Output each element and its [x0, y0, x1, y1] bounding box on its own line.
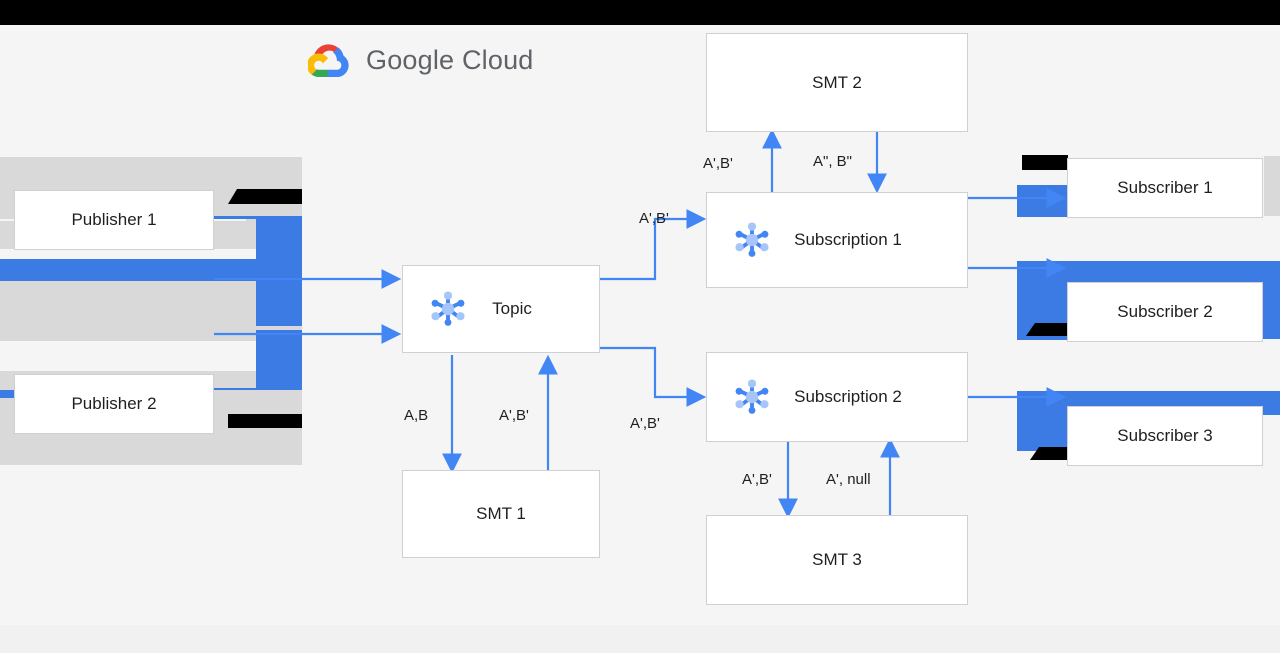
node-publisher-2-label: Publisher 2 [71, 394, 157, 413]
top-redaction-bar [0, 0, 1280, 25]
artifact-redaction-bar-4 [1026, 323, 1068, 336]
brand-word-cloud: Cloud [461, 44, 534, 75]
node-smt-3-label: SMT 3 [812, 550, 862, 569]
pubsub-icon [425, 286, 471, 332]
edge-label-topic-to-smt1: A,B [404, 407, 429, 424]
artifact-redaction-bar-5 [1030, 447, 1068, 460]
node-subscriber-1-label: Subscriber 1 [1117, 178, 1213, 197]
edge-label-smt2-to-subscription1: A", B" [813, 153, 852, 170]
bottom-band [0, 625, 1280, 653]
node-smt-1[interactable]: SMT 1 [402, 470, 600, 558]
edge-topic-to-subscription2 [600, 346, 707, 407]
edge-label-subscription2-to-smt3: A',B' [742, 471, 772, 488]
artifact-blue-block-lower [256, 330, 302, 390]
edge-label-topic-to-subscription1: A',B' [639, 210, 669, 227]
node-smt-2[interactable]: SMT 2 [706, 33, 968, 132]
node-smt-3[interactable]: SMT 3 [706, 515, 968, 605]
artifact-blue-nub-left [0, 390, 14, 398]
node-subscriber-3-label: Subscriber 3 [1117, 426, 1213, 445]
edge-topic-to-subscription1 [600, 209, 707, 281]
node-subscriber-1[interactable]: Subscriber 1 [1067, 158, 1263, 218]
brand-word-google: Google [366, 44, 455, 75]
node-smt-2-label: SMT 2 [812, 72, 862, 92]
node-publisher-2[interactable]: Publisher 2 [14, 374, 214, 434]
google-cloud-wordmark: Google Cloud [366, 45, 534, 76]
node-subscription-1[interactable]: Subscription 1 [706, 192, 968, 288]
edge-label-topic-to-subscription2: A',B' [630, 415, 660, 432]
node-subscription-1-label: Subscription 1 [794, 230, 902, 249]
artifact-redaction-bar-1 [228, 189, 302, 204]
artifact-seam-c [0, 341, 256, 371]
artifact-blue-hair-sub2 [1017, 336, 1067, 340]
artifact-redaction-bar-3 [1022, 155, 1068, 170]
node-subscription-2[interactable]: Subscription 2 [706, 352, 968, 442]
artifact-blue-block-upper [256, 216, 302, 326]
node-subscription-2-label: Subscription 2 [794, 387, 902, 406]
artifact-blue-hair-upper [210, 216, 302, 219]
node-subscriber-2[interactable]: Subscriber 2 [1067, 282, 1263, 342]
pubsub-icon [729, 374, 775, 420]
node-subscriber-3[interactable]: Subscriber 3 [1067, 406, 1263, 466]
artifact-blue-bar-upper [0, 259, 256, 281]
node-smt-1-label: SMT 1 [476, 504, 526, 523]
node-publisher-1[interactable]: Publisher 1 [14, 190, 214, 250]
node-topic-label: Topic [492, 299, 532, 318]
artifact-gray-right-a [1264, 156, 1280, 216]
artifact-redaction-bar-2 [228, 414, 302, 428]
google-cloud-logo: Google Cloud [306, 42, 534, 78]
pubsub-icon [729, 217, 775, 263]
node-subscriber-2-label: Subscriber 2 [1117, 302, 1213, 321]
node-publisher-1-label: Publisher 1 [71, 210, 157, 229]
artifact-seam-b [0, 249, 256, 261]
edge-label-subscription1-to-smt2: A',B' [703, 155, 733, 172]
node-topic[interactable]: Topic [402, 265, 600, 353]
edge-label-smt3-to-subscription2: A', null [826, 471, 871, 488]
artifact-blue-hair-lower [210, 388, 302, 390]
google-cloud-logo-icon [306, 42, 352, 78]
edge-label-smt1-to-topic: A',B' [499, 407, 529, 424]
